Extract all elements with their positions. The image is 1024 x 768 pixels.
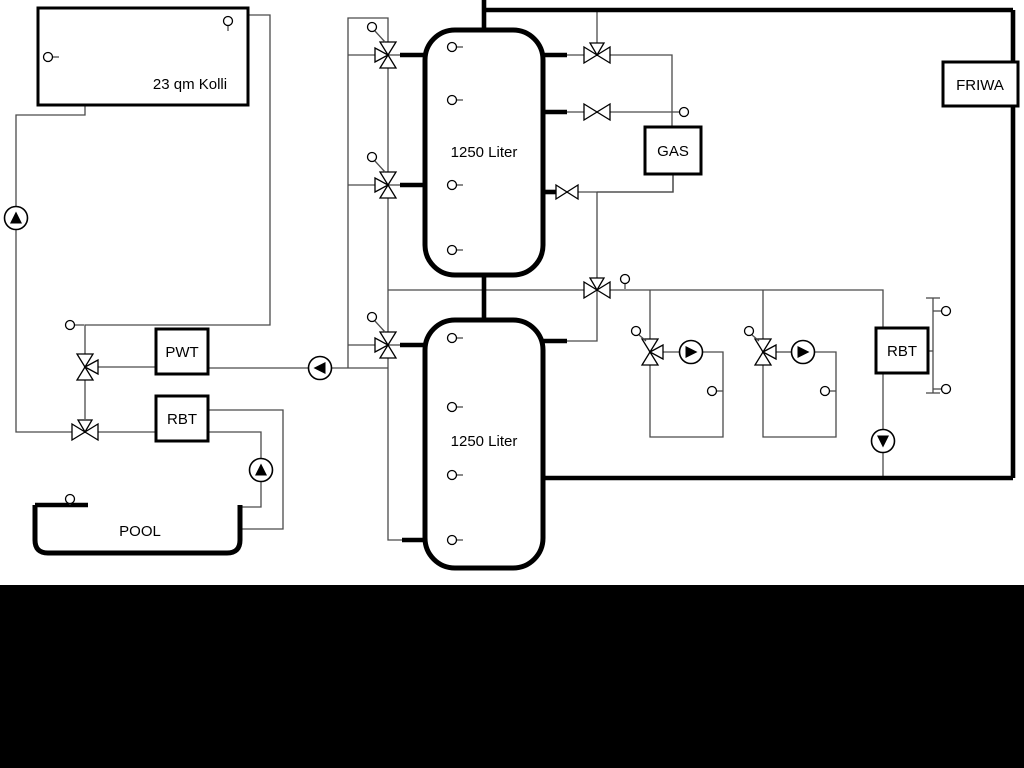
three-way-valve-icon <box>640 338 664 366</box>
pool-label: POOL <box>119 523 161 540</box>
three-way-valve-icon <box>583 277 611 300</box>
friwa-box <box>941 60 1020 108</box>
three-way-valve-icon <box>583 42 611 65</box>
buffer-tank-bottom <box>422 317 546 571</box>
circuit-pump-icon <box>678 339 704 365</box>
valve-actuator-icon <box>630 325 647 342</box>
tank-sensor-icon <box>446 469 463 481</box>
solar-collector-box <box>36 6 250 107</box>
charge-pump-icon <box>307 355 333 381</box>
valve-actuator-icon <box>619 273 631 289</box>
three-way-valve-icon <box>374 331 398 359</box>
valve-actuator-icon <box>366 151 386 173</box>
shutoff-valve-icon <box>555 183 579 201</box>
rbt-left-label: RBT <box>167 411 197 428</box>
tank-sensor-icon <box>446 332 463 344</box>
tank-sensor-icon <box>446 401 463 413</box>
temperature-sensor-icon <box>42 51 59 63</box>
tank-sensor-icon <box>446 94 463 106</box>
tank-bottom-label: 1250 Liter <box>451 433 518 450</box>
three-way-valve-icon <box>374 41 398 69</box>
gas-boiler-box <box>643 125 703 176</box>
temperature-sensor-icon <box>706 385 723 397</box>
piping-thick <box>35 0 1016 543</box>
rbt-right-box <box>874 326 930 375</box>
temperature-sensor-icon <box>933 305 952 317</box>
temperature-sensor-icon <box>672 106 690 118</box>
gas-label: GAS <box>657 143 689 160</box>
pwt-label: PWT <box>165 344 198 361</box>
solar-pump-icon <box>3 205 29 231</box>
three-way-valve-icon <box>75 353 99 381</box>
rbt-left-box <box>154 394 210 443</box>
tank-sensor-icon <box>446 534 463 546</box>
valve-actuator-icon <box>366 21 386 43</box>
return-pump-icon <box>870 428 896 454</box>
tank-top-label: 1250 Liter <box>451 144 518 161</box>
bottom-black-band <box>0 585 1024 768</box>
three-way-valve-icon <box>753 338 777 366</box>
three-way-valve-icon <box>374 171 398 199</box>
temperature-sensor-icon <box>64 319 84 331</box>
valve-actuator-icon <box>366 311 386 333</box>
three-way-valve-icon <box>71 419 99 442</box>
circuit-pump-icon <box>790 339 816 365</box>
tank-sensor-icon <box>446 41 463 53</box>
temperature-sensor-icon <box>64 493 76 505</box>
shutoff-valve-icon <box>583 102 611 122</box>
temperature-sensor-icon <box>933 383 952 395</box>
buffer-tank-top <box>422 27 546 278</box>
tank-sensor-icon <box>446 244 463 256</box>
piping-thin <box>15 10 940 541</box>
collector-label: 23 qm Kolli <box>153 76 227 93</box>
temperature-sensor-icon <box>819 385 836 397</box>
pool-basin <box>32 505 243 556</box>
friwa-label: FRIWA <box>956 77 1004 94</box>
valve-actuator-icon <box>743 325 760 342</box>
pool-pump-icon <box>248 457 274 483</box>
rbt-right-label: RBT <box>887 343 917 360</box>
temperature-sensor-icon <box>222 15 234 31</box>
tank-sensor-icon <box>446 179 463 191</box>
pwt-box <box>154 327 210 376</box>
